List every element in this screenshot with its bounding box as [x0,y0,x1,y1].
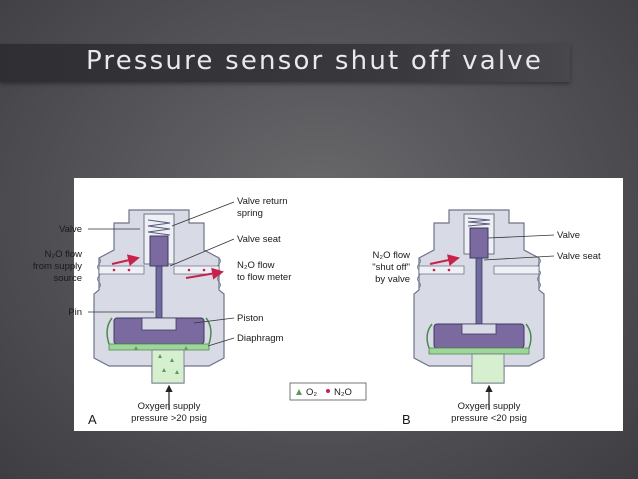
panel-b-inflow-arrow [429,254,460,266]
legend-n2o-swatch [326,389,330,393]
label-diaphragm: Diaphragm [237,333,284,344]
panel-a-inflow-arrow [111,254,140,267]
label-pin: Pin [68,307,82,318]
label-n2o-shut-2: "shut off" [372,262,410,273]
panel-b-valve-body [413,209,545,384]
label-oxygen-a-2: pressure >20 psig [131,413,207,424]
legend-o2-swatch [296,389,302,395]
panel-a-valve-body [93,209,225,384]
label-spring-2: spring [237,208,263,219]
label-valve-seat-b: Valve seat [557,251,601,262]
label-valve-a: Valve [59,224,82,235]
label-n2o-shut-1: N₂O flow [373,250,411,261]
panel-a-outflow-arrow [185,267,224,280]
label-oxygen-b-1: Oxygen supply [458,401,521,412]
label-piston: Piston [237,313,263,324]
slide-title: Pressure sensor shut off valve [86,46,544,76]
panel-a-letter: A [88,412,97,427]
label-n2o-from-3: source [53,273,82,284]
label-oxygen-b-2: pressure <20 psig [451,413,527,424]
panel-b-letter: B [402,412,411,427]
label-spring-1: Valve return [237,196,288,207]
label-n2o-from-1: N₂O flow [45,249,83,260]
label-valve-seat-a: Valve seat [237,234,281,245]
legend-o2: O₂ [306,387,317,398]
valve-diagram-figure: Valve N₂O flow from supply source Pin Va… [33,178,623,431]
valve-diagram: Valve N₂O flow from supply source Pin Va… [33,196,601,427]
label-n2o-to-2: to flow meter [237,272,291,283]
label-n2o-to-1: N₂O flow [237,260,275,271]
label-n2o-from-2: from supply [33,261,82,272]
legend: O₂ N₂O [289,382,367,401]
legend-n2o: N₂O [334,387,352,398]
label-n2o-shut-3: by valve [375,274,410,285]
title-bar: Pressure sensor shut off valve [0,44,570,82]
label-oxygen-a-1: Oxygen supply [138,401,201,412]
label-valve-b: Valve [557,230,580,241]
